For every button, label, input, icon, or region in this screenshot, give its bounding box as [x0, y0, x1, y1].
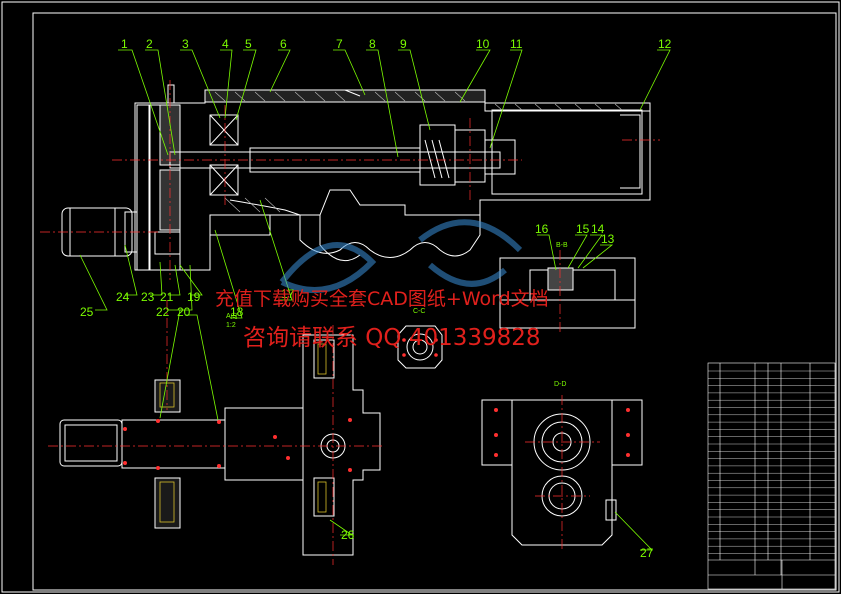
watermark-line-1: 充值下载购买全套CAD图纸+Word文档	[215, 288, 549, 310]
callout-15: 15	[576, 222, 590, 236]
callout-8: 8	[369, 37, 376, 51]
callout-1: 1	[121, 37, 128, 51]
callout-11: 11	[510, 37, 523, 51]
sheet-inner-border	[32, 12, 837, 591]
callout-13: 13	[601, 232, 615, 246]
callout-7: 7	[336, 37, 343, 51]
callout-5: 5	[245, 37, 252, 51]
callout-21: 21	[160, 290, 174, 304]
view-a-yellow-gears	[159, 343, 327, 523]
callout-9: 9	[400, 37, 407, 51]
logo-watermark	[279, 219, 523, 293]
callout-17: 17	[281, 287, 295, 301]
callout-4: 4	[222, 37, 229, 51]
callout-16: 16	[535, 222, 549, 236]
centerlines-view-a	[48, 300, 385, 565]
watermark-line-2: 咨询请联系 QQ 401339828	[243, 325, 541, 351]
callout-22: 22	[156, 305, 170, 319]
callout-3: 3	[182, 37, 189, 51]
callout-27: 27	[640, 546, 654, 560]
callout-6: 6	[280, 37, 287, 51]
view-a-label: A向	[226, 311, 238, 320]
callout-14: 14	[591, 222, 605, 236]
view-b-label: B-B	[556, 242, 568, 249]
parts-list-rows	[708, 370, 835, 554]
parts-list-table	[707, 362, 836, 590]
centerlines-main	[40, 80, 660, 280]
view-d-holes	[494, 408, 630, 457]
centerlines-view-d	[525, 395, 600, 550]
callout-25: 25	[80, 305, 94, 319]
callout-23: 23	[141, 290, 155, 304]
callout-18: 18	[230, 305, 244, 319]
hatching	[214, 91, 623, 213]
callout-20: 20	[177, 305, 191, 319]
callout-19: 19	[187, 290, 201, 304]
view-a	[59, 334, 381, 556]
callout-2: 2	[146, 37, 153, 51]
view-a-holes	[123, 418, 352, 472]
main-section-view	[61, 84, 651, 271]
view-d-label: D-D	[554, 381, 566, 388]
view-c-label: C-C	[413, 308, 425, 315]
callout-26: 26	[341, 528, 355, 542]
part-callouts: 1 2 3 4 5 6 7 8 9 10 11 12 13 14 15 16 1…	[80, 37, 672, 560]
view-c-holes	[402, 338, 438, 357]
view-b	[499, 257, 636, 329]
callout-12: 12	[658, 37, 672, 51]
view-a-scale: 1:2	[226, 322, 236, 329]
callout-24: 24	[116, 290, 130, 304]
view-c	[397, 325, 443, 369]
callout-10: 10	[476, 37, 490, 51]
leader-lines	[79, 49, 671, 551]
